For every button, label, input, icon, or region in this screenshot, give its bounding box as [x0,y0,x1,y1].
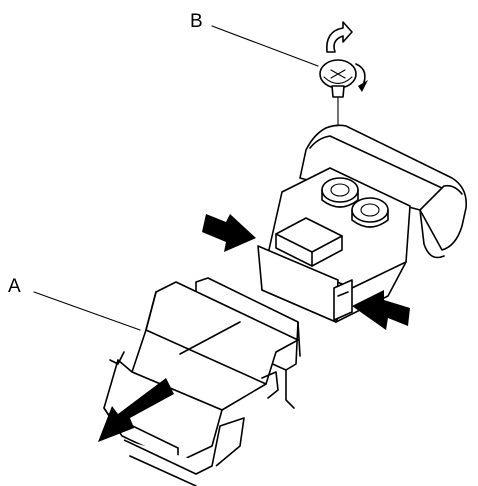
press-arrow-right-icon [352,290,410,330]
leader-line-a [33,291,141,331]
leader-line-b [211,25,319,67]
switch-housing [257,124,468,323]
press-arrow-left-icon [202,214,256,252]
connector-a [103,277,301,486]
pull-arrow-icon [98,378,174,442]
label-b: B [190,11,203,32]
loosen-arrow-icon [326,21,368,92]
screw-b [319,59,357,183]
label-a: A [8,276,21,297]
